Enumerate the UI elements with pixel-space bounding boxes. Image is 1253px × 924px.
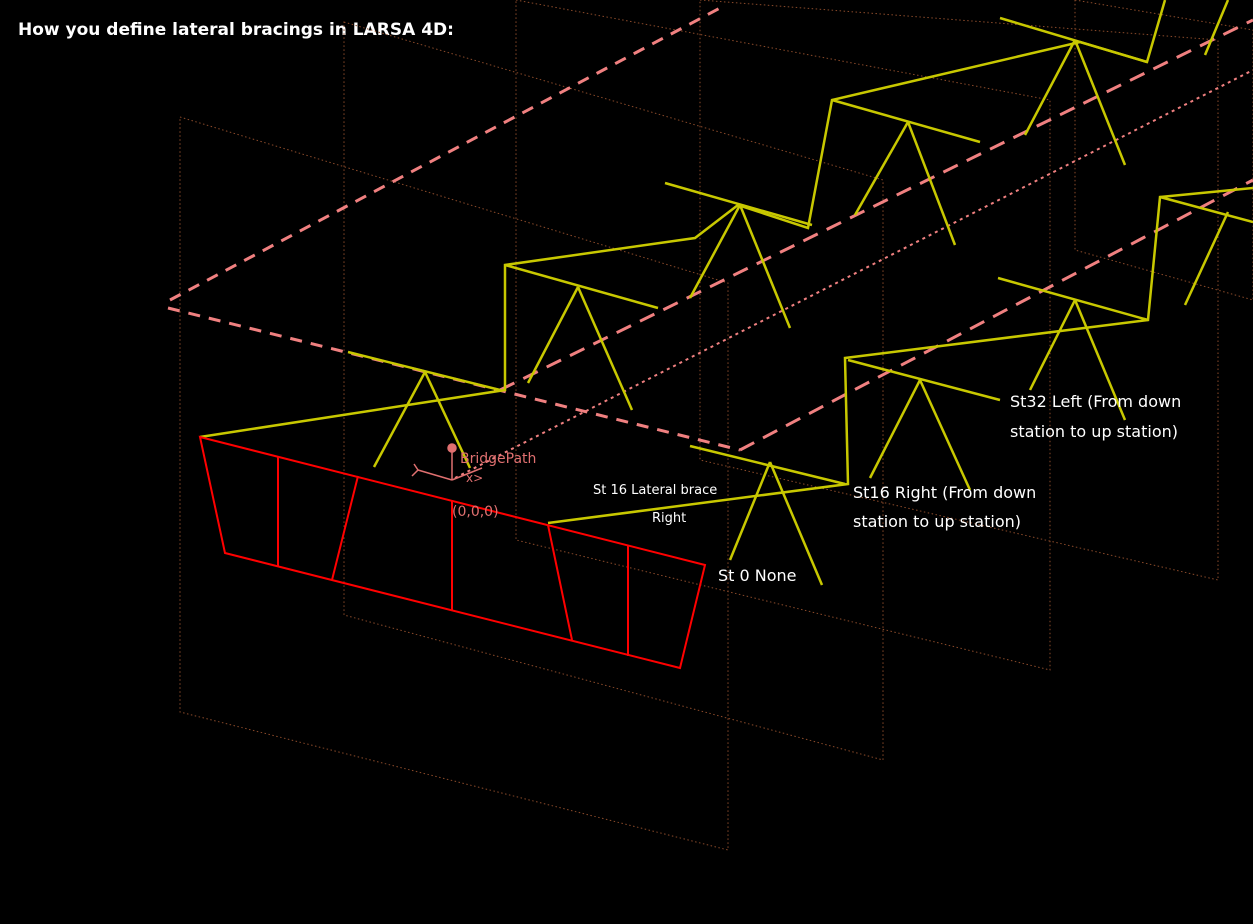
st32-label-line2: station to up station)	[1010, 422, 1178, 441]
cross-frame-st0-left	[347, 350, 501, 469]
path-line-girder-a	[499, 18, 1253, 392]
brace-note-line1: St 16 Lateral brace	[593, 483, 717, 498]
origin-label: (0,0,0)	[452, 504, 499, 520]
path-line-center	[454, 69, 1253, 479]
station-plane-16	[343, 21, 884, 761]
cross-frame-st64-top	[1203, 0, 1230, 56]
station-plane-32	[515, 0, 1051, 671]
page-title: How you define lateral bracings in LARSA…	[18, 20, 454, 40]
deck-section	[198, 435, 707, 670]
station-planes	[179, 0, 1253, 851]
st16-label-line1: St16 Right (From down	[853, 483, 1036, 502]
path-line-girder-b	[739, 178, 1253, 452]
station-plane-64	[1074, 0, 1253, 301]
cross-frame-st64-left	[999, 16, 1148, 166]
cross-frame-st32-left	[664, 181, 813, 329]
bracing-right-chord	[547, 186, 1253, 525]
cross-frame-st16-left	[504, 263, 659, 411]
cross-frame-st48-left	[831, 98, 981, 246]
deck-section-outline	[198, 435, 707, 670]
cross-frame-st16-right	[847, 358, 1001, 491]
st32-label-line1: St32 Left (From down	[1010, 392, 1181, 411]
cross-frames	[347, 0, 1253, 586]
cross-frame-st48-right	[1159, 195, 1253, 306]
station-plane-48	[699, 0, 1219, 581]
axis-x-label: x>	[466, 471, 483, 485]
cross-frame-st32-right	[997, 276, 1149, 421]
bridge-path-label: BridgePath	[460, 451, 536, 467]
bracing-left-chord	[199, 0, 1167, 439]
deck-web-4	[547, 524, 573, 641]
st16-label-line2: station to up station)	[853, 512, 1021, 531]
cross-frame-st0-right	[689, 444, 846, 586]
deck-web-2	[331, 475, 359, 581]
st0-label: St 0 None	[718, 566, 797, 585]
origin-axis-gizmo	[411, 443, 483, 481]
brace-note-line2: Right	[652, 511, 686, 526]
